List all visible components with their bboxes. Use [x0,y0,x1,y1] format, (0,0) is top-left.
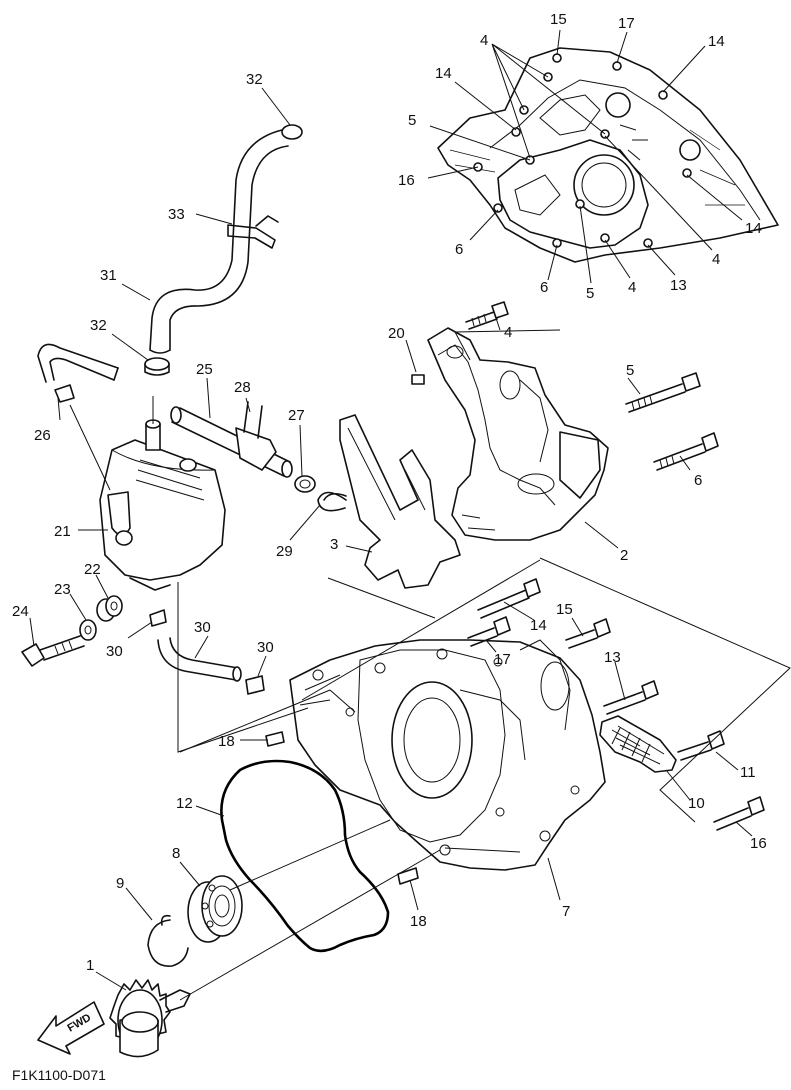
callout-c21: 22 [84,561,101,578]
callout-c15b: 15 [556,601,573,618]
crankcase-cover [289,639,606,871]
callout-c6b: 6 [540,279,548,296]
callout-c4a: 4 [480,32,488,49]
oil-hose-29 [157,637,242,682]
dowel-pin-18a [265,731,285,747]
callout-c4b: 4 [628,279,636,296]
forward-arrow-icon: FWD [37,1001,105,1055]
dowel-pin-18b [397,867,419,885]
callout-c18b: 18 [410,913,427,930]
callout-c5b: 5 [586,285,594,302]
callout-c7: 7 [562,903,570,920]
drive-gear [109,979,191,1058]
crankcase-part [437,47,779,263]
callout-c26: 27 [288,407,305,424]
callout-c16a: 16 [398,172,415,189]
callout-c27: 28 [234,379,251,396]
hose-clamp-30b [245,675,265,695]
cover-bolt-holes [312,648,580,856]
oil-strainer [599,715,677,773]
callout-c13a: 13 [670,277,687,294]
callout-c32a: 32 [246,71,263,88]
pin-19 [411,374,425,385]
oil-tank [99,419,226,591]
callout-c11: 11 [740,764,756,781]
hose-upper-left [37,343,119,403]
callout-c14b: 14 [435,65,452,82]
crankcase-leaders [427,29,743,284]
grommet-21 [96,595,123,622]
callout-c17a: 17 [618,15,635,32]
callout-c13b: 13 [604,649,621,666]
diagram-code: F1K1100-D071 [12,1067,106,1083]
breather-hose [149,124,303,354]
hose-clip-28 [317,491,347,512]
gasket-3 [339,414,461,589]
cover-gasket [220,759,390,953]
callout-c30a: 30 [106,643,123,660]
callout-c16b: 16 [750,835,767,852]
callout-c2: 2 [620,547,628,564]
hose-clamp-26 [294,475,316,493]
bolt-4 [465,301,509,330]
callout-c5c: 5 [626,362,634,379]
callout-c4d: 4 [504,324,512,341]
callout-c14d: 14 [530,617,547,634]
bolt-5 [625,372,701,413]
callout-c24: 25 [196,361,213,378]
callout-c32b: 32 [90,317,107,334]
callout-c6a: 6 [455,241,463,258]
bolt-23 [21,635,85,667]
callout-c31: 31 [100,267,117,284]
callout-c30b: 30 [257,639,274,656]
callout-c12: 12 [176,795,193,812]
callout-c4c: 4 [712,251,720,268]
bearing [187,875,243,943]
callout-c18a: 18 [218,733,235,750]
callout-c14a: 14 [708,33,725,50]
callout-c3: 3 [330,536,338,553]
bolt-15 [565,618,611,649]
bolt-17 [467,616,511,647]
callout-c14c: 14 [745,220,762,237]
callout-c15a: 15 [550,11,567,28]
callout-c29: 30 [194,619,211,636]
callout-c9: 9 [116,875,124,892]
callout-c5a: 5 [408,112,416,129]
washer-22 [79,619,97,641]
assembly-leaders [69,329,791,1001]
crankcase-bolts [473,53,692,248]
bolt-14 [477,578,541,619]
callout-c22: 23 [54,581,71,598]
callout-c28: 29 [276,543,293,560]
callout-labels: 15 17 14 4 14 5 16 6 6 5 4 13 4 14 32 33… [12,11,767,974]
oil-pump-housing [427,327,609,541]
bolt-6 [653,432,719,471]
circlip [147,914,189,967]
hose-clamp [144,357,170,376]
bolt-13 [603,680,659,715]
callout-c1: 1 [86,957,94,974]
callout-c33: 33 [168,206,185,223]
bolt-11 [677,730,725,761]
callout-c20: 21 [54,523,71,540]
callout-c10: 10 [688,795,705,812]
callout-c25: 26 [34,427,51,444]
callout-leaders [29,87,753,991]
callout-c8: 8 [172,845,180,862]
callout-c23: 24 [12,603,29,620]
hose-clamp-30a [149,609,167,627]
hose-fitting-27 [235,401,277,471]
callout-c17b: 17 [494,651,511,668]
callout-c19: 20 [388,325,405,342]
bolt-16 [713,796,765,831]
callout-c6c: 6 [694,472,702,489]
